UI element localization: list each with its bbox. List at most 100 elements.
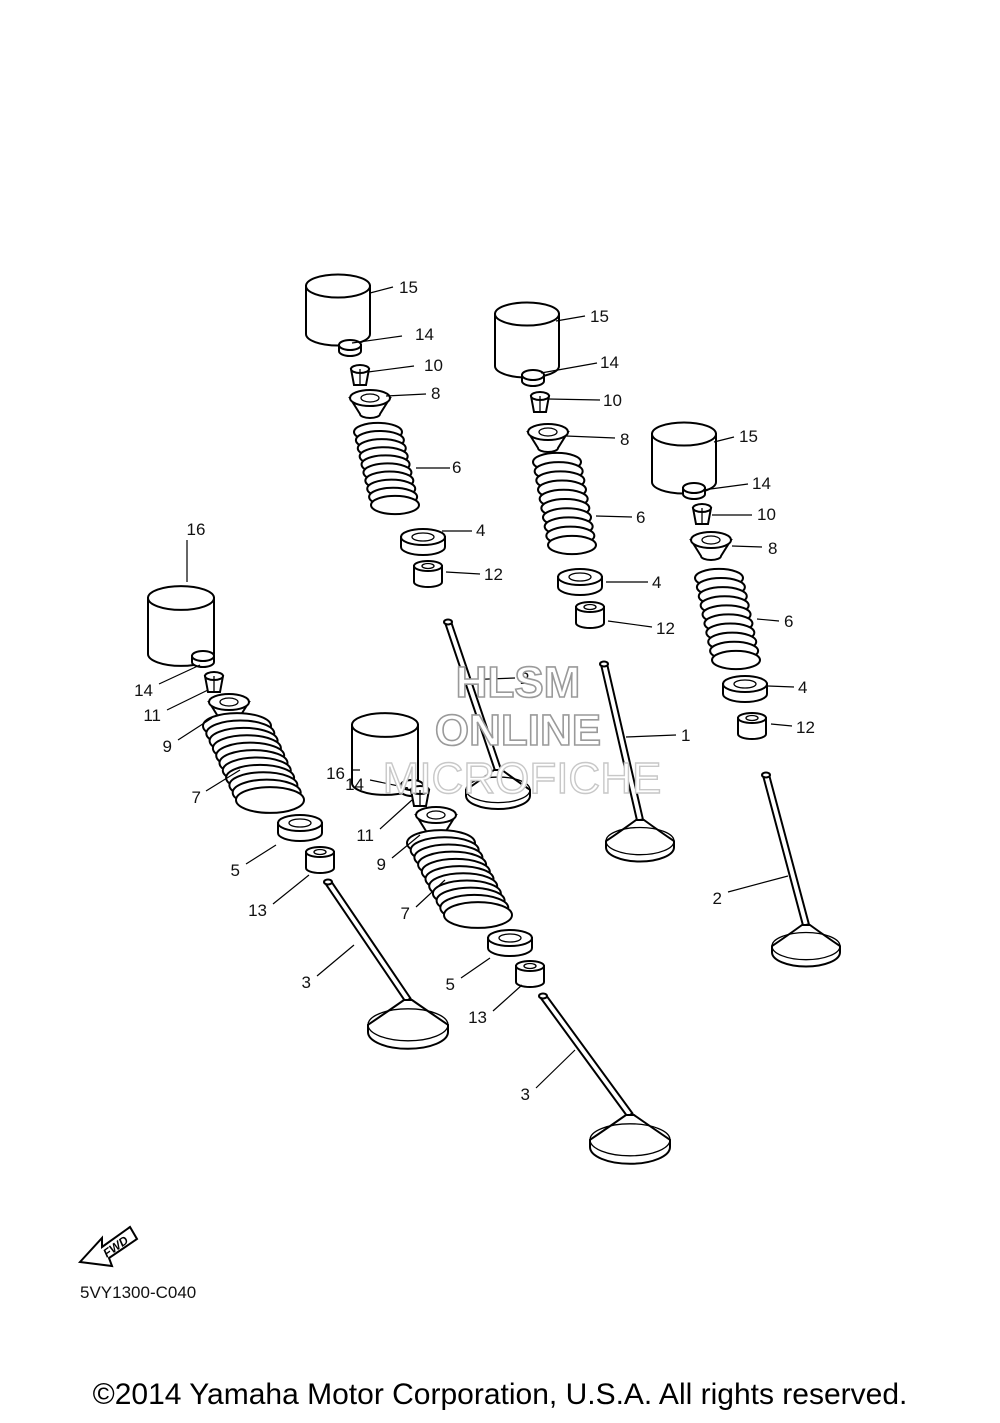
- callout-label: 3: [302, 973, 311, 992]
- cotter-10-b: [529, 391, 551, 413]
- callout-label: 10: [603, 391, 622, 410]
- copyright-notice: ©2014 Yamaha Motor Corporation, U.S.A. A…: [92, 1378, 908, 1411]
- parts-layer: [147, 273, 841, 1165]
- callout-label: 9: [163, 737, 172, 756]
- leader-line: [351, 335, 403, 344]
- seal-12-a: [413, 560, 443, 588]
- seat-5-d: [277, 814, 323, 842]
- callout-label: 16: [187, 520, 206, 539]
- callout-label: 14: [134, 681, 153, 700]
- leader-line: [770, 723, 793, 727]
- leader-line: [445, 571, 481, 575]
- leader-line: [713, 436, 735, 443]
- callout-label: 10: [424, 356, 443, 375]
- callout-label: 2: [520, 669, 529, 688]
- leader-line: [540, 362, 598, 374]
- callout-label: 12: [484, 565, 503, 584]
- seal-13-e: [515, 960, 545, 988]
- leader-line: [535, 1049, 576, 1089]
- retainer-8-a: [348, 389, 392, 419]
- callout-label: 6: [452, 458, 461, 477]
- cotter-11-e: [409, 785, 431, 807]
- callout-label: 3: [521, 1085, 530, 1104]
- callout-label: 8: [768, 539, 777, 558]
- cotter-11-d: [203, 671, 225, 693]
- leader-line: [767, 685, 795, 688]
- shim-14-d: [191, 650, 215, 668]
- fwd-arrow-icon: FWD: [77, 1225, 139, 1268]
- leader-line: [158, 664, 201, 685]
- leader-line: [625, 734, 677, 738]
- leader-line: [379, 799, 413, 830]
- watermark-line-3: MICROFICHE: [383, 754, 662, 803]
- callout-label: 11: [143, 706, 161, 725]
- leader-line: [595, 515, 633, 518]
- bucket-15-b: [494, 301, 560, 379]
- callout-label: 15: [739, 427, 758, 446]
- leader-line: [415, 879, 446, 908]
- callout-label: 4: [652, 573, 661, 592]
- spring-7-e: [406, 829, 513, 929]
- leader-line: [607, 620, 653, 628]
- callout-label: 12: [656, 619, 675, 638]
- leader-line: [565, 435, 616, 439]
- seat-5-e: [487, 929, 533, 957]
- callout-label: 7: [192, 788, 201, 807]
- seat-4-a: [400, 528, 446, 556]
- leader-line: [369, 779, 409, 789]
- callout-label: 8: [620, 430, 629, 449]
- callout-label: 16: [326, 764, 345, 783]
- watermark: HLSM ONLINE MICROFICHE: [382, 657, 662, 804]
- leader-line: [205, 769, 241, 792]
- callout-label: 14: [415, 325, 434, 344]
- cotter-10-a: [349, 364, 371, 386]
- intake-valve-2-b: [761, 771, 841, 968]
- leader-line: [177, 717, 213, 741]
- exhaust-valve-3-a: [323, 878, 449, 1050]
- bucket-16-d: [147, 585, 215, 667]
- leader-line: [369, 286, 394, 294]
- leader-line: [756, 618, 780, 622]
- leader-line: [245, 844, 277, 865]
- callout-label: 14: [345, 775, 364, 794]
- leader-line: [702, 483, 749, 491]
- callout-label: 9: [377, 855, 386, 874]
- leader-line: [555, 315, 586, 322]
- callout-label: 4: [476, 521, 485, 540]
- spring-6-c: [694, 567, 761, 671]
- callout-label: 2: [713, 889, 722, 908]
- leader-line: [272, 874, 310, 905]
- retainer-8-c: [689, 531, 733, 561]
- leader-line: [727, 875, 789, 893]
- callout-label: 13: [248, 901, 267, 920]
- shim-14-c: [682, 482, 706, 500]
- watermark-line-1: HLSM: [456, 658, 581, 707]
- callout-label: 14: [600, 353, 619, 372]
- callout-label: 7: [401, 904, 410, 923]
- exhaust-valve-3-b: [538, 992, 671, 1165]
- callout-label: 8: [431, 384, 440, 403]
- spring-6-b: [532, 451, 597, 556]
- seat-4-c: [722, 675, 768, 703]
- callout-label: 13: [468, 1008, 487, 1027]
- callout-label: 4: [798, 678, 807, 697]
- seat-4-b: [557, 568, 603, 596]
- leader-line: [385, 393, 427, 397]
- callout-label: 11: [356, 826, 374, 845]
- leader-line: [166, 689, 209, 711]
- leader-line: [367, 365, 415, 373]
- leader-line: [391, 834, 421, 859]
- callout-label: 15: [399, 278, 418, 297]
- watermark-line-2: ONLINE: [435, 706, 601, 755]
- callout-label: 1: [681, 726, 690, 745]
- callout-label: 15: [590, 307, 609, 326]
- leader-line: [547, 398, 601, 401]
- callout-label: 6: [636, 508, 645, 527]
- leader-line: [460, 957, 491, 979]
- callout-label: 5: [231, 861, 240, 880]
- callout-label: 14: [752, 474, 771, 493]
- diagram-code: 5VY1300-C040: [80, 1283, 197, 1302]
- bucket-15-a: [305, 273, 371, 347]
- leader-lines: [158, 286, 795, 1089]
